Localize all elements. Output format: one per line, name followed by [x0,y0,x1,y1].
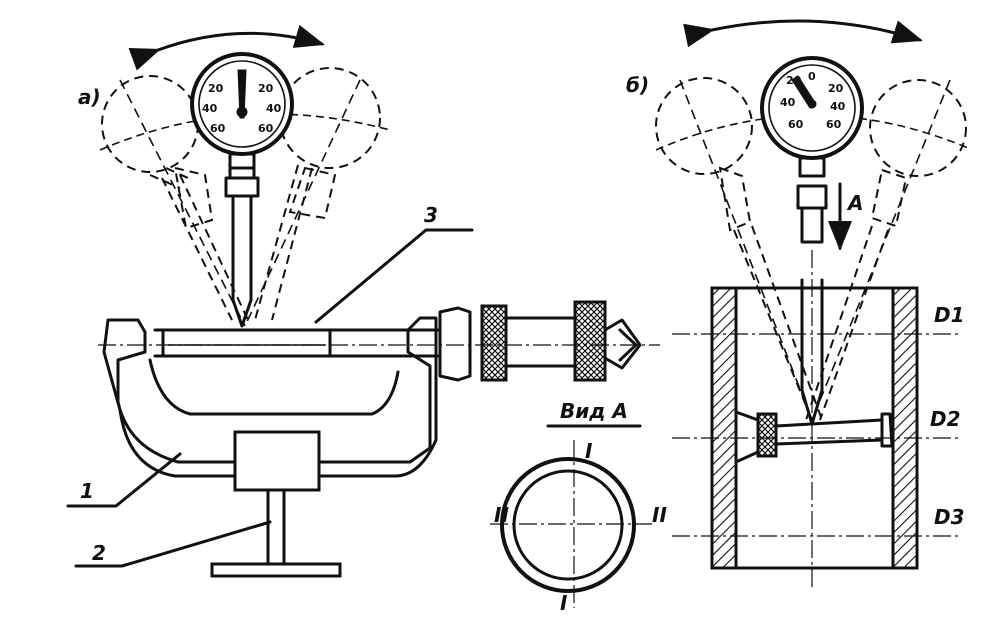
label-part2: 2 [92,541,106,565]
dial-mark: 20 [208,82,224,95]
swing-arrow-b [683,19,923,48]
cylinder-section [710,286,919,570]
ring-outer [500,457,636,593]
dial-mark: 20 [258,82,274,95]
dial-gauge-b: 20 0 20 40 40 60 60 [760,56,864,426]
dial-needle [237,69,247,119]
label-arrow-a: A [846,191,863,215]
section-ii-right: II [652,503,667,527]
label-d3: D3 [934,505,965,529]
dial-mark: 40 [266,102,282,115]
label-part3: 3 [424,203,438,227]
dial-mark: 60 [258,122,274,135]
dial-gauge-a: 20 20 40 40 60 60 [190,52,294,328]
section-ii-left: II [494,503,509,527]
panel-a: 20 20 40 40 60 60 [66,24,660,578]
dial-mark: 0 [808,70,816,83]
dial-mark: 20 [828,82,844,95]
section-i-bottom: I [560,591,568,615]
label-d2: D2 [930,407,961,431]
swing-arrow-a [128,24,325,71]
ring-inner [512,469,624,581]
micrometer-head [438,300,642,382]
label-d1: D1 [934,303,965,327]
view-a: Вид A I I II II [490,399,667,615]
label-a: а) [78,85,101,109]
micrometer-frame [98,316,660,478]
inner-rod [734,410,894,464]
dial-mark: 60 [210,122,226,135]
gauge-dashed-left-b [655,77,823,421]
dial-mark: 60 [826,118,842,131]
label-part1: 1 [80,479,94,503]
section-i-top: I [585,439,593,463]
view-title: Вид A [560,399,628,423]
dial-mark: 60 [788,118,804,131]
dial-mark: 40 [202,102,218,115]
dial-mark: 40 [830,100,846,113]
label-b: б) [626,73,649,97]
stand [210,430,342,578]
dial-mark: 40 [780,96,796,109]
panel-b: б) 20 0 20 40 40 60 [626,19,969,590]
